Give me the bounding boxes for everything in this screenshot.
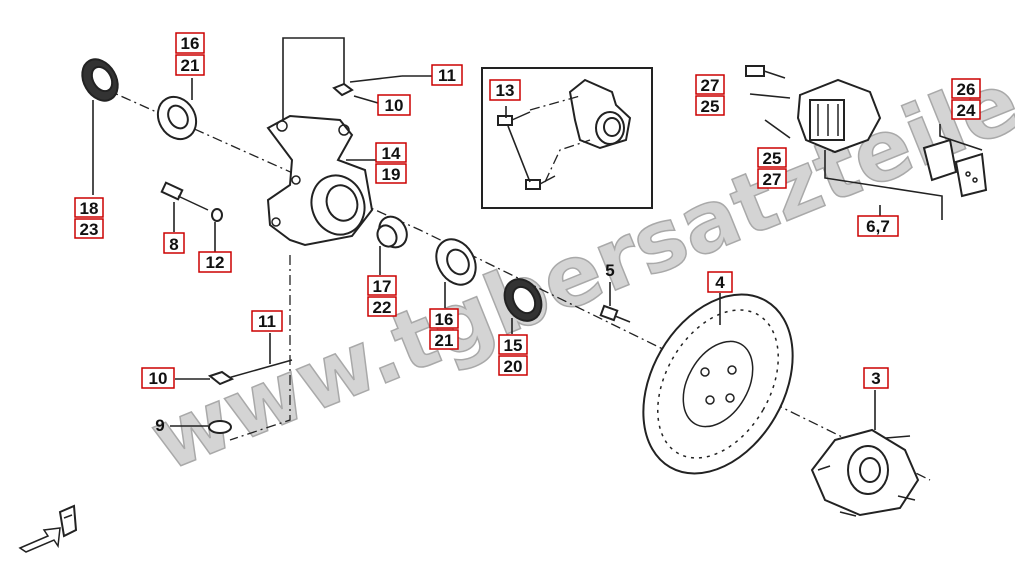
brake-disc-part-4 (642, 293, 794, 475)
nut-top (332, 82, 354, 97)
box-16-top (175, 32, 205, 54)
label-10-top: 10 (385, 96, 404, 115)
box-8 (163, 232, 185, 254)
bolt-part-5 (599, 304, 631, 323)
label-3: 3 (871, 369, 880, 388)
label-8: 8 (169, 235, 178, 254)
box-10-top (377, 94, 411, 116)
bolt-part-13-upper (497, 111, 531, 126)
box-15 (498, 334, 528, 355)
label-18: 18 (80, 199, 99, 218)
bearing-part-16-left (156, 95, 198, 141)
box-4 (707, 271, 733, 293)
label-14: 14 (382, 144, 401, 163)
brake-caliper-part-6-7 (745, 65, 882, 154)
pin-part-25 (764, 119, 791, 139)
bolt-axis-line (229, 255, 291, 441)
washer-part-9 (208, 420, 232, 434)
label-6-7: 6,7 (866, 217, 890, 236)
box-3 (863, 367, 889, 389)
bleed-screw-25 (749, 93, 791, 99)
box-11-bottom (251, 310, 283, 332)
inset-axis-1 (529, 95, 581, 111)
oil-seal-part-18 (81, 58, 119, 102)
brake-pads-part-24 (922, 138, 988, 198)
callout-boxes: 16 21 18 23 8 12 11 10 14 19 17 22 16 21… (74, 32, 981, 435)
oil-seal-part-15 (503, 278, 543, 322)
wheel-hub-part-3 (810, 428, 920, 517)
label-23: 23 (80, 220, 99, 239)
box-19 (375, 163, 407, 184)
box-6-7 (857, 215, 899, 237)
label-20: 20 (504, 357, 523, 376)
box-21-top (175, 54, 205, 76)
bolt-part-13-lower (525, 175, 556, 190)
box-21-bottom (429, 329, 459, 350)
label-15: 15 (504, 336, 523, 355)
label-21-top: 21 (181, 56, 200, 75)
box-27-bottom (757, 168, 787, 189)
label-13: 13 (496, 81, 515, 100)
box-20 (498, 355, 528, 376)
label-9: 9 (155, 416, 164, 435)
label-25-top: 25 (701, 97, 720, 116)
bearing-part-16-right (435, 238, 477, 286)
front-direction-icon (18, 504, 78, 553)
bracket-6-7 (824, 150, 943, 220)
label-16-bottom: 16 (435, 310, 454, 329)
inset-axis-2 (544, 139, 591, 183)
split-pin-top (349, 75, 403, 83)
box-22 (367, 296, 397, 317)
label-22: 22 (373, 298, 392, 317)
split-pin-bottom (227, 359, 293, 379)
label-10-bottom: 10 (149, 369, 168, 388)
box-27-top (695, 74, 725, 95)
label-12: 12 (206, 253, 225, 272)
label-26: 26 (957, 80, 976, 99)
box-18 (74, 197, 104, 218)
bushing-part-17 (376, 215, 408, 249)
bracket-24 (939, 124, 983, 151)
label-4: 4 (715, 273, 725, 292)
label-25-bottom: 25 (763, 149, 782, 168)
box-23 (74, 218, 104, 239)
box-12 (198, 251, 232, 273)
box-25-bottom (757, 147, 787, 168)
label-11-top: 11 (438, 66, 456, 85)
box-11-top (431, 64, 463, 86)
label-21-bottom: 21 (435, 331, 454, 350)
label-24: 24 (957, 101, 976, 120)
inset-knuckle (568, 78, 632, 150)
bolt-part-8 (160, 181, 209, 211)
leader-10-top (353, 95, 379, 104)
box-24 (951, 99, 981, 120)
label-27-bottom: 27 (763, 170, 782, 189)
label-17: 17 (373, 277, 392, 296)
box-26 (951, 78, 981, 99)
label-16-top: 16 (181, 34, 200, 53)
box-16-bottom (429, 308, 459, 329)
box-17 (367, 275, 397, 296)
label-27-top: 27 (701, 76, 720, 95)
bracket-top (282, 37, 345, 120)
label-19: 19 (382, 165, 401, 184)
box-13 (489, 79, 521, 101)
box-25-top (695, 95, 725, 116)
box-10-bottom (141, 367, 175, 389)
leader-13-b (507, 125, 531, 183)
label-11-bottom: 11 (258, 312, 276, 331)
box-14 (375, 142, 407, 163)
washer-part-12 (211, 208, 223, 222)
nut-part-10 (207, 370, 235, 386)
label-5: 5 (605, 261, 614, 280)
steering-knuckle (266, 114, 374, 247)
